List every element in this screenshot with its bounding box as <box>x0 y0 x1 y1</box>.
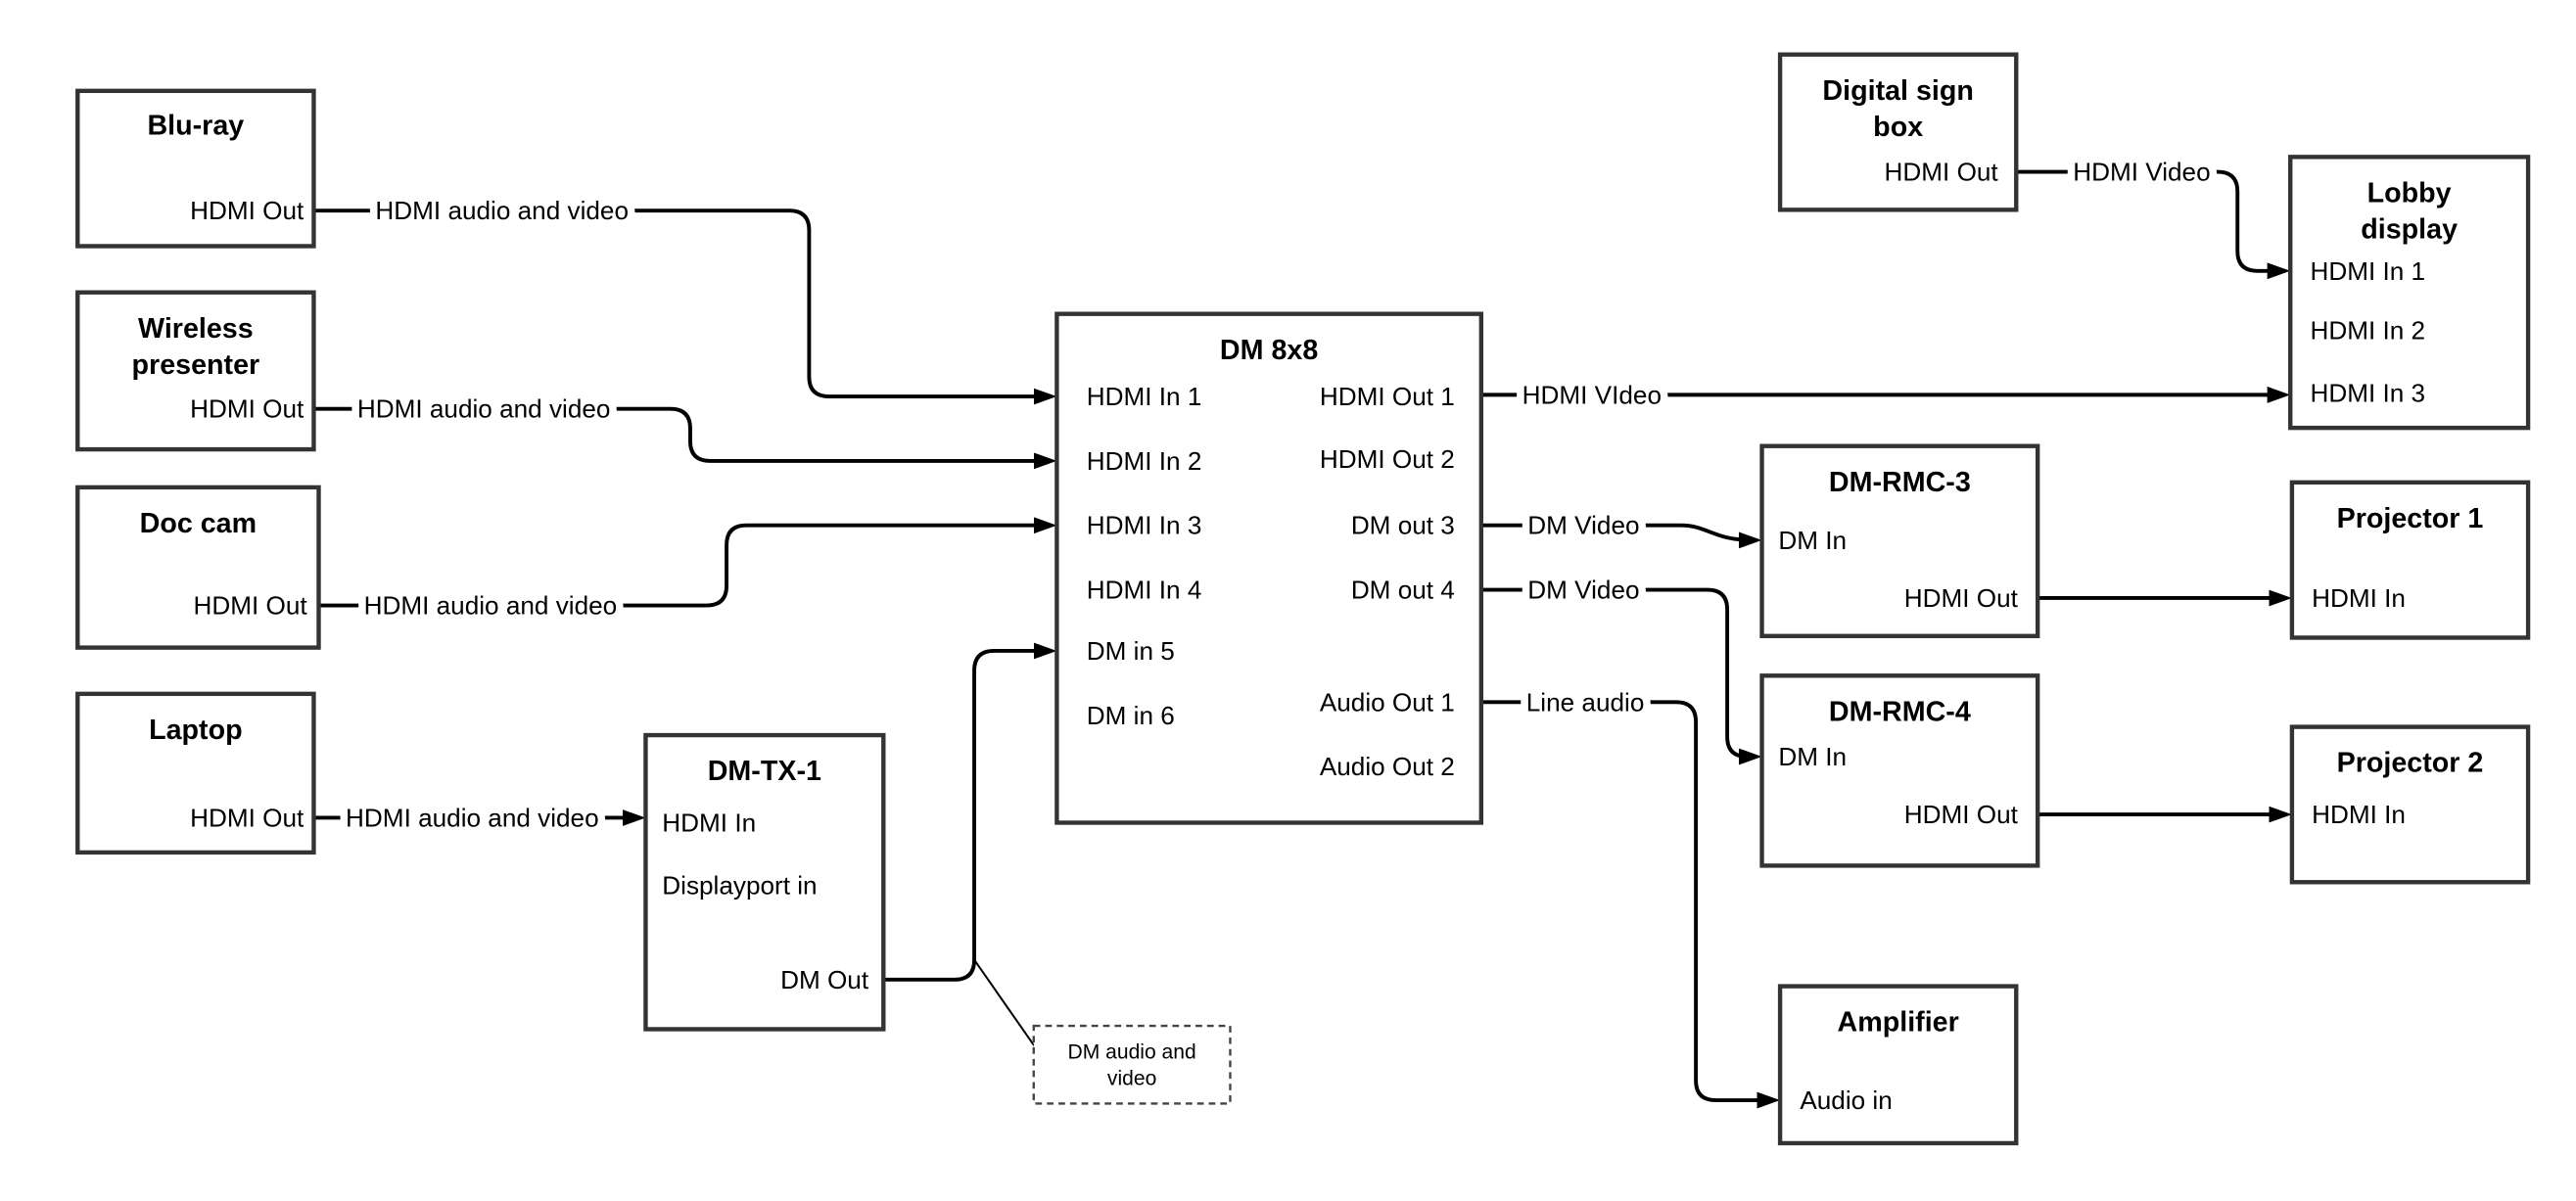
doc-cam-box <box>75 485 321 650</box>
edge-dm8x8-out3-to-rmc3-dmin <box>1480 523 1762 549</box>
projector-1-box <box>2289 480 2531 640</box>
dm-8x8-port-hdmi-in-3: HDMI In 3 <box>1087 511 1202 540</box>
amplifier-box <box>1777 984 2019 1146</box>
dm-8x8-port-hdmi-out-2: HDMI Out 2 <box>1320 444 1455 474</box>
projector-1-title: Projector 1 <box>2337 503 2484 534</box>
blu-ray-title: Blu-ray <box>147 110 244 141</box>
edge-label-bluray-to-dm8x8-in1: HDMI audio and video <box>375 196 629 225</box>
digital-sign-box-title-1: Digital sign <box>1822 75 1973 107</box>
dm-audio-video-note-box <box>1032 1024 1232 1105</box>
dm-rmc-3-port-dm-in: DM In <box>1778 526 1847 555</box>
edge-label-dm8x8-audio1-to-amp-audioin: Line audio <box>1526 687 1645 716</box>
dm-8x8-port-hdmi-in-2: HDMI In 2 <box>1087 446 1202 476</box>
projector-1-port-hdmi-in: HDMI In <box>2312 583 2406 613</box>
dm-rmc-3-box <box>1759 443 2040 638</box>
dm-tx-1-port-dm-out: DM Out <box>780 965 869 994</box>
node-dm-rmc-3: DM-RMC-3 DM In HDMI Out <box>1759 443 2040 638</box>
lobby-display-port-hdmi-in-3: HDMI In 3 <box>2310 379 2425 408</box>
projector-2-box <box>2289 724 2531 885</box>
lobby-display-title-1: Lobby <box>2367 177 2452 208</box>
dm-tx-1-port-hdmi-in: HDMI In <box>662 808 756 837</box>
edge-label-doccam-to-dm8x8-in3: HDMI audio and video <box>364 591 618 621</box>
dm-8x8-title: DM 8x8 <box>1220 335 1318 366</box>
amplifier-title: Amplifier <box>1838 1007 1959 1039</box>
dm-rmc-4-box <box>1759 673 2040 868</box>
dm-8x8-port-hdmi-out-1: HDMI Out 1 <box>1320 382 1455 411</box>
blu-ray-box <box>75 88 316 249</box>
dm-8x8-port-hdmi-in-4: HDMI In 4 <box>1087 576 1202 605</box>
lobby-display-port-hdmi-in-1: HDMI In 1 <box>2310 256 2425 286</box>
dm-8x8-box <box>1054 311 1484 825</box>
edge-dm8x8-out4-to-rmc4-dmin <box>1480 587 1762 765</box>
laptop-port-hdmi-out: HDMI Out <box>190 803 304 832</box>
dm-8x8-port-hdmi-in-1: HDMI In 1 <box>1087 382 1202 411</box>
digital-sign-box-title-2: box <box>1873 112 1923 143</box>
lobby-display-box <box>2288 155 2531 431</box>
projector-2-title: Projector 2 <box>2337 748 2484 779</box>
edge-dm8x8-audio1-to-amp-audioin <box>1480 700 1781 1109</box>
lobby-display-title-2: display <box>2361 214 2458 246</box>
edge-wireless-to-dm8x8-in2 <box>313 406 1057 470</box>
dm-rmc-3-title: DM-RMC-3 <box>1829 467 1971 498</box>
node-projector-2: Projector 2 HDMI In <box>2289 724 2531 885</box>
digital-sign-box-box <box>1777 52 2019 212</box>
amplifier-port-audio-in: Audio in <box>1800 1086 1892 1115</box>
dm-8x8-port-dm-out-3: DM out 3 <box>1351 511 1455 540</box>
edge-doccam-to-dm8x8-in3 <box>318 517 1057 608</box>
dm-8x8-port-audio-out-2: Audio Out 2 <box>1320 752 1455 781</box>
doc-cam-title: Doc cam <box>140 508 257 539</box>
dm-rmc-4-port-dm-in: DM In <box>1778 742 1847 771</box>
edge-bluray-to-dm8x8-in1 <box>313 208 1057 405</box>
dm-8x8-port-dm-in-6: DM in 6 <box>1087 701 1175 730</box>
dm-tx-1-box <box>643 732 886 1032</box>
dm-rmc-4-title: DM-RMC-4 <box>1829 696 1971 727</box>
edge-label-dm8x8-out3-to-rmc3-dmin: DM Video <box>1527 511 1639 540</box>
edge-label-dm8x8-out4-to-rmc4-dmin: DM Video <box>1527 576 1639 605</box>
wireless-presenter-port-hdmi-out: HDMI Out <box>190 394 304 424</box>
wireless-presenter-title-2: presenter <box>132 349 260 381</box>
edge-label-laptop-to-dmtx1-hdmi-in: HDMI audio and video <box>346 803 599 832</box>
doc-cam-port-hdmi-out: HDMI Out <box>194 591 308 621</box>
dm-8x8-port-audio-out-1: Audio Out 1 <box>1320 687 1455 716</box>
dm-rmc-3-port-hdmi-out: HDMI Out <box>1904 583 2019 613</box>
dm-8x8-port-dm-in-5: DM in 5 <box>1087 636 1175 666</box>
dm-tx-1-port-displayport-in: Displayport in <box>662 871 817 901</box>
dm-audio-video-note-text-2: video <box>1107 1068 1156 1090</box>
wireless-presenter-title-1: Wireless <box>138 313 254 345</box>
edge-dmtx1-dmout-to-dm8x8-in5 <box>883 642 1057 982</box>
node-dm-rmc-4: DM-RMC-4 DM In HDMI Out <box>1759 673 2040 868</box>
dm-tx-1-title: DM-TX-1 <box>708 756 821 787</box>
edge-label-wireless-to-dm8x8-in2: HDMI audio and video <box>357 394 611 424</box>
lobby-display-port-hdmi-in-2: HDMI In 2 <box>2310 316 2425 346</box>
dm-audio-video-note-text-1: DM audio and <box>1068 1041 1196 1064</box>
digital-sign-box-port-hdmi-out: HDMI Out <box>1885 158 1999 187</box>
node-projector-1: Projector 1 HDMI In <box>2289 480 2531 640</box>
edge-sign-to-lobby-in1 <box>2016 169 2291 280</box>
blu-ray-port-hdmi-out: HDMI Out <box>190 196 304 225</box>
projector-2-port-hdmi-in: HDMI In <box>2312 800 2406 829</box>
edge-label-dm8x8-out1-to-lobby-in3: HDMI VIdeo <box>1522 380 1662 409</box>
wireless-presenter-box <box>75 290 316 452</box>
laptop-title: Laptop <box>149 715 243 746</box>
dm-audio-video-note-leader-line <box>973 959 1037 1048</box>
laptop-box <box>75 691 316 855</box>
dm-rmc-4-port-hdmi-out: HDMI Out <box>1904 800 2019 829</box>
dm-8x8-port-dm-out-4: DM out 4 <box>1351 576 1455 605</box>
edge-label-sign-to-lobby-in1: HDMI Video <box>2073 158 2210 187</box>
